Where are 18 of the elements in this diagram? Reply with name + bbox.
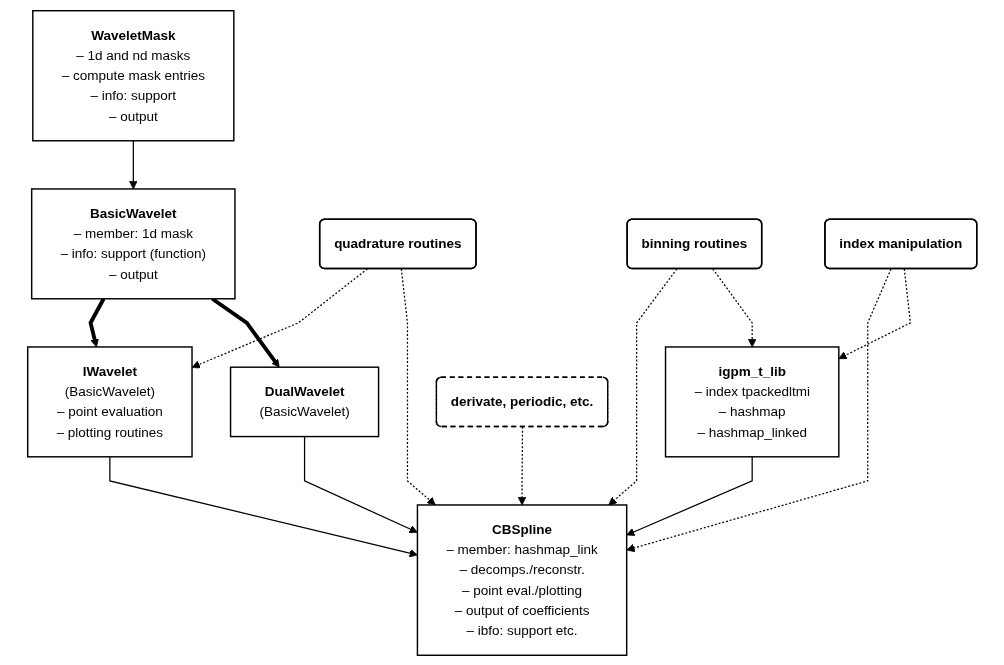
arrow — [191, 267, 368, 368]
arrow — [626, 455, 753, 536]
arrow — [626, 267, 892, 552]
arrow — [838, 267, 911, 359]
arrow — [608, 267, 678, 505]
node-box: CBSpline – member: hashmap_link – decomps./reconstr. – point eval./plotting – output of coefficients – ibfo: support etc. — [416, 503, 628, 656]
node-box: DualWavelet (BasicWavelet) — [229, 365, 380, 437]
node-box: IWavelet (BasicWavelet) – point evaluation – plotting routines — [26, 345, 193, 458]
node-box: igpm_t_lib – index tpackedltmi – hashmap – hashmap_linked — [664, 345, 840, 458]
arrow — [128, 139, 138, 189]
arrow — [712, 267, 757, 347]
arrow — [517, 425, 527, 505]
arrow — [109, 455, 418, 557]
arrow — [400, 267, 436, 505]
arrow — [88, 297, 106, 347]
arrow — [303, 435, 418, 533]
node-box: BasicWavelet – member: 1d mask – info: support (function) – output — [30, 187, 236, 299]
node-box: WaveletMask – 1d and nd masks – compute mask entries – info: support – output — [31, 9, 235, 141]
